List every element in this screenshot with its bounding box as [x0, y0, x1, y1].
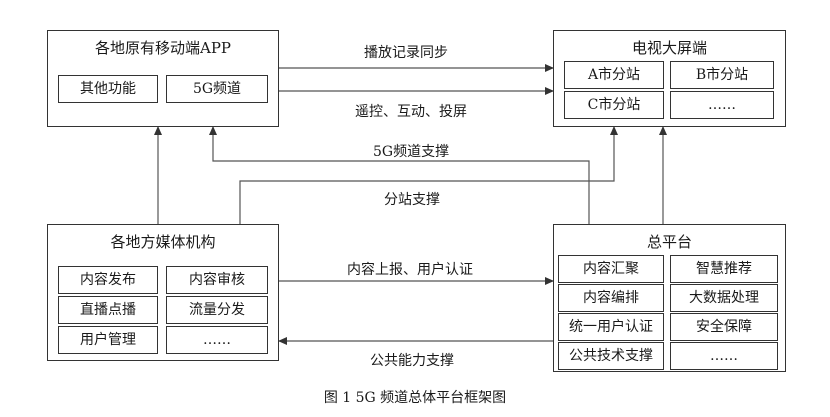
- figure-caption: 图 1 5G 频道总体平台框架图: [323, 390, 507, 406]
- cell-city-b: B市分站: [670, 61, 774, 89]
- cell-unified-auth: 统一用户认证: [558, 313, 664, 341]
- cell-user-management: 用户管理: [58, 326, 158, 354]
- cell-traffic-distribution: 流量分发: [166, 296, 268, 324]
- cell-security: 安全保障: [670, 313, 778, 341]
- cell-big-data: 大数据处理: [670, 284, 778, 312]
- cell-tv-more: ……: [670, 91, 774, 119]
- platform-box: 总平台 内容汇聚 智慧推荐 内容编排 大数据处理 统一用户认证 安全保障 公共技…: [553, 224, 786, 372]
- local-media-title: 各地方媒体机构: [110, 233, 216, 251]
- arrow-substation-support: [239, 126, 618, 224]
- cell-city-a: A市分站: [564, 61, 664, 89]
- arrow-channel-support: [209, 126, 590, 224]
- label-play-sync: 播放记录同步: [364, 45, 448, 61]
- platform-title: 总平台: [646, 233, 692, 251]
- cell-platform-more: ……: [670, 342, 778, 370]
- mobile-app-title: 各地原有移动端APP: [94, 39, 232, 57]
- cell-content-review: 内容审核: [166, 266, 268, 294]
- cell-media-more: ……: [166, 326, 268, 354]
- tv-title: 电视大屏端: [631, 39, 707, 57]
- cell-content-publish: 内容发布: [58, 266, 158, 294]
- label-channel-support: 5G频道支撑: [373, 144, 450, 160]
- label-public-capability: 公共能力支撑: [370, 353, 454, 369]
- label-remote: 遥控、互动、投屏: [355, 104, 467, 120]
- cell-content-arrangement: 内容编排: [558, 284, 664, 312]
- label-upload-auth: 内容上报、用户认证: [347, 262, 473, 278]
- cell-5g-channel: 5G频道: [166, 75, 268, 103]
- label-substation-support: 分站支撑: [384, 192, 440, 208]
- cell-smart-recommendation: 智慧推荐: [670, 255, 778, 283]
- tv-box: 电视大屏端 A市分站 B市分站 C市分站 ……: [553, 30, 786, 127]
- cell-content-aggregation: 内容汇聚: [558, 255, 664, 283]
- cell-other-functions: 其他功能: [58, 75, 158, 103]
- cell-city-c: C市分站: [564, 91, 664, 119]
- mobile-app-box: 各地原有移动端APP 其他功能 5G频道: [47, 30, 279, 127]
- cell-public-tech: 公共技术支撑: [558, 342, 664, 370]
- cell-live-vod: 直播点播: [58, 296, 158, 324]
- local-media-box: 各地方媒体机构 内容发布 内容审核 直播点播 流量分发 用户管理 ……: [47, 224, 279, 361]
